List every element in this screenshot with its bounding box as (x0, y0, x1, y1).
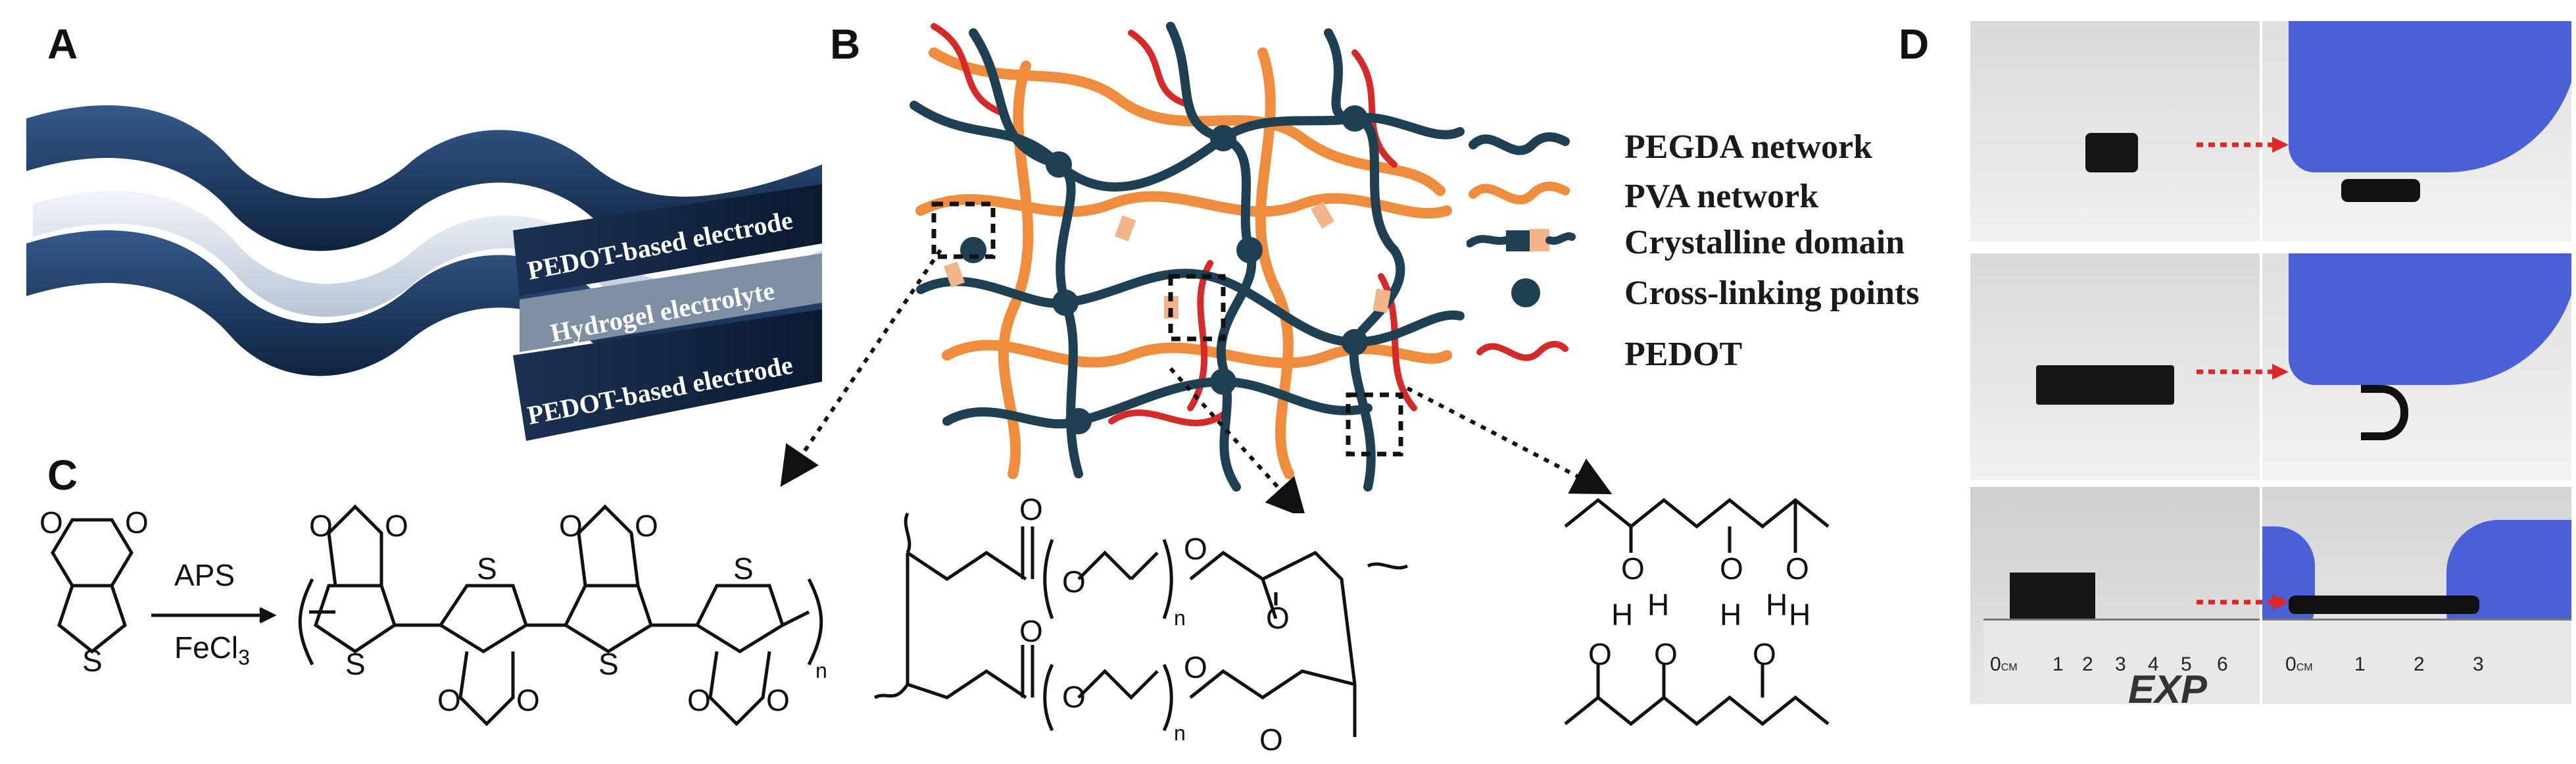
polymer-o-4: O (516, 683, 540, 717)
layered-device-illustration: PEDOT-based electrode Hydrogel electroly… (26, 105, 822, 441)
crystalline-legend-icon (1467, 229, 1576, 251)
monomer-o-right: O (125, 505, 149, 540)
bent-film (2361, 385, 2408, 440)
panel-label-a: A (47, 20, 78, 68)
panel-d-arrows (2197, 137, 2289, 610)
cross-linking-points (960, 105, 1368, 434)
blue-glove (2289, 253, 2571, 385)
photo-strip-before: 0CM 1 2 3 4 5 6 EXP (1970, 487, 2260, 704)
pva-structure: O O O H H H H H O O O (1564, 497, 1830, 726)
polymer-s-4: S (733, 551, 754, 586)
monomer-o-left: O (39, 505, 63, 540)
pedot-legend-icon (1476, 341, 1568, 361)
reagent-fecl3: FeCl3 (174, 630, 250, 669)
ruler: 0CM 1 2 3 4 5 6 EXP (1983, 619, 2260, 704)
polymer-repeat-n: n (815, 659, 827, 682)
photo-film-bent (2262, 253, 2571, 480)
pva-h-1: H (1611, 598, 1633, 632)
network-legend: PEGDA network PVA network Crystalline do… (1467, 128, 1919, 373)
blue-glove (2289, 21, 2571, 172)
pegda-o-6: O (1062, 680, 1086, 714)
polymer-s-3: S (598, 647, 619, 681)
pva-o-top-3: O (1786, 551, 1809, 586)
pva-legend-icon (1469, 182, 1570, 205)
polymer-o-5: O (559, 509, 583, 543)
pegda-legend-label: PEGDA network (1624, 128, 1872, 166)
photo-film-before (1970, 253, 2260, 480)
ruler-watermark: EXP (2128, 667, 2208, 704)
polymer-s-1: S (345, 647, 366, 681)
polymer-o-7: O (687, 683, 711, 717)
ruler-number: 2 (2414, 653, 2425, 675)
polymer-network-illustration (910, 22, 1465, 492)
black-strip-sample (2010, 573, 2095, 619)
pegda-o-8: O (1259, 723, 1283, 757)
pegda-o-5: O (1019, 614, 1043, 648)
cross-linking-legend-icon (1511, 278, 1540, 307)
crystalline-domains (943, 201, 1391, 318)
pva-o-bottom-1: O (1588, 637, 1612, 671)
photo-cylinder-before (1970, 21, 2260, 242)
pva-h-4: H (1766, 588, 1787, 622)
pva-o-top-1: O (1621, 551, 1645, 586)
pegda-n-1: n (1174, 606, 1186, 630)
pegda-o-1: O (1019, 492, 1043, 526)
crystalline-legend-label: Crystalline domain (1624, 224, 1905, 261)
pva-h-5: H (1789, 598, 1810, 632)
pva-o-bottom-3: O (1753, 637, 1776, 671)
ruler-number: 2 (2082, 653, 2093, 675)
ruler-number: 6 (2217, 653, 2228, 675)
panel-label-b: B (830, 20, 861, 68)
pva-legend-label: PVA network (1624, 178, 1818, 215)
ruler-number: 1 (2354, 653, 2366, 675)
pegda-o-4: O (1266, 601, 1290, 635)
pedot-strands (931, 23, 1417, 426)
polymer-o-1: O (309, 509, 333, 543)
pegda-o-3: O (1184, 532, 1207, 566)
polymer-o-3: O (437, 683, 461, 717)
black-cylinder-sample (2085, 133, 2138, 172)
polymer-s-2: S (477, 551, 497, 586)
ruler-label: 0CM (2285, 653, 2313, 675)
pegda-o-2: O (1062, 565, 1086, 599)
photo-cylinder-pressed (2262, 21, 2571, 242)
polymer-o-2: O (385, 509, 408, 543)
pegda-o-7: O (1184, 650, 1207, 684)
ruler-number: 5 (2181, 653, 2192, 675)
ruler-number: 4 (2148, 653, 2159, 675)
ruler-label: 0CM (1990, 653, 2018, 675)
ruler-number: 3 (2473, 653, 2484, 675)
ruler-number: 3 (2115, 653, 2126, 675)
edot-polymerization-scheme: O O S APS FeCl3 S S S S O O O O O O O O … (39, 504, 827, 726)
pedot-zoom-box (931, 201, 996, 259)
pva-h-2: H (1647, 588, 1669, 622)
polymer-o-6: O (635, 509, 658, 543)
ruler-number: 1 (2053, 653, 2064, 675)
panel-label-d: D (1899, 20, 1930, 68)
photo-strip-stretched: 0CM 1 2 3 (2262, 487, 2571, 704)
pegda-legend-icon (1469, 132, 1570, 155)
pva-o-bottom-2: O (1654, 637, 1678, 671)
polymer-o-8: O (766, 683, 790, 717)
panel-label-c: C (47, 451, 78, 499)
zoom-arrows (780, 249, 1613, 513)
monomer-s: S (82, 644, 103, 678)
black-film-sample (2036, 365, 2174, 405)
ruler: 0CM 1 2 3 (2262, 619, 2571, 704)
compressed-cylinder (2341, 179, 2420, 202)
stretched-strip (2289, 596, 2479, 614)
pedot-legend-label: PEDOT (1624, 336, 1742, 373)
pva-h-3: H (1720, 598, 1741, 632)
pegda-structure: O O O O n O O O O n (873, 492, 1409, 757)
pva-zoom-box (1346, 392, 1403, 457)
pegda-n-2: n (1174, 721, 1186, 745)
pva-o-top-2: O (1720, 551, 1743, 586)
pegda-zoom-box (1168, 274, 1226, 342)
reagent-aps: APS (174, 558, 235, 592)
cross-linking-legend-label: Cross-linking points (1624, 274, 1919, 312)
